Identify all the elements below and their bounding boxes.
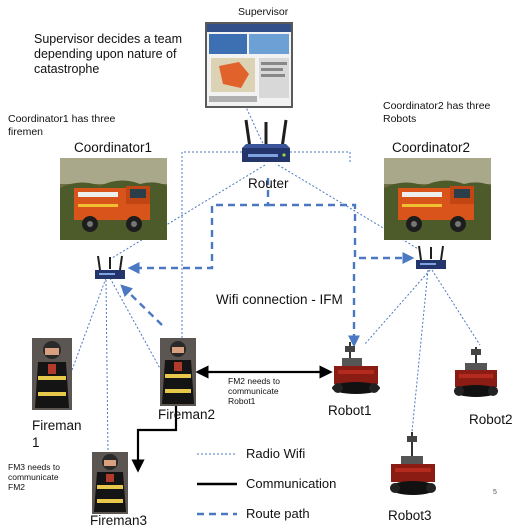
fm3-note-line: FM3 needs to [8,462,60,472]
fm2-note-line: communicate [228,386,279,396]
robot2-label: Robot2 [469,412,512,427]
router-label: Router [248,176,289,191]
fm2-note: FM2 needs to communicate Robot1 [228,376,280,406]
coordinator1-note-line: Coordinator1 has three [8,113,116,125]
robot2-image [452,345,500,399]
fm2-note-line: FM2 needs to [228,376,280,386]
fm3-note-line: FM2 [8,482,25,492]
fireman1-label-line: Fireman [32,418,82,433]
supervisor-screen-image [205,22,293,108]
coordinator1-note: Coordinator1 has three firemen [8,113,115,139]
fm3-note: FM3 needs to communicate FM2 [8,462,60,492]
fireman2-label: Fireman2 [158,407,216,422]
fireman1-label-line: 1 [32,435,40,450]
supervisor-note: Supervisor decides a team depending upon… [34,32,182,77]
coordinator1-truck-image [60,158,167,240]
robot1-image [330,340,382,396]
legend-radio-label: Radio Wifi [246,446,306,461]
supervisor-note-line: depending upon nature of [34,47,177,61]
coordinator1-router-icon [94,254,126,282]
router-icon [240,118,292,170]
legend-communication-label: Communication [246,476,337,491]
fireman1-label: Fireman 1 [32,417,82,451]
robot1-label: Robot1 [328,403,372,418]
coordinator2-note-line: Robots [383,113,417,125]
legend-route-label: Route path [246,506,310,521]
fireman3-image [92,452,128,514]
coordinator2-label: Coordinator2 [392,140,471,155]
robot3-image [388,430,438,500]
fireman1-image [32,338,72,410]
fireman2-image [160,338,196,406]
communication-links [131,365,333,473]
coordinator1-note-line: firemen [8,126,44,138]
supervisor-note-line: catastrophe [34,62,100,76]
coordinator2-router-icon [415,244,447,272]
page-number: 5 [493,489,497,496]
fireman3-label: Fireman3 [90,513,148,528]
robot3-label: Robot3 [388,508,432,523]
route-path-links [120,178,415,348]
fm2-note-line: Robot1 [228,396,256,406]
coordinator1-label: Coordinator1 [74,140,153,155]
supervisor-label: Supervisor [238,6,289,18]
center-wifi-label: Wifi connection - IFM [216,292,343,307]
coordinator2-truck-image [384,158,491,240]
coordinator2-note: Coordinator2 has three Robots [383,100,490,126]
fm3-note-line: communicate [8,472,59,482]
coordinator2-note-line: Coordinator2 has three [383,100,491,112]
supervisor-note-line: Supervisor decides a team [34,32,182,46]
